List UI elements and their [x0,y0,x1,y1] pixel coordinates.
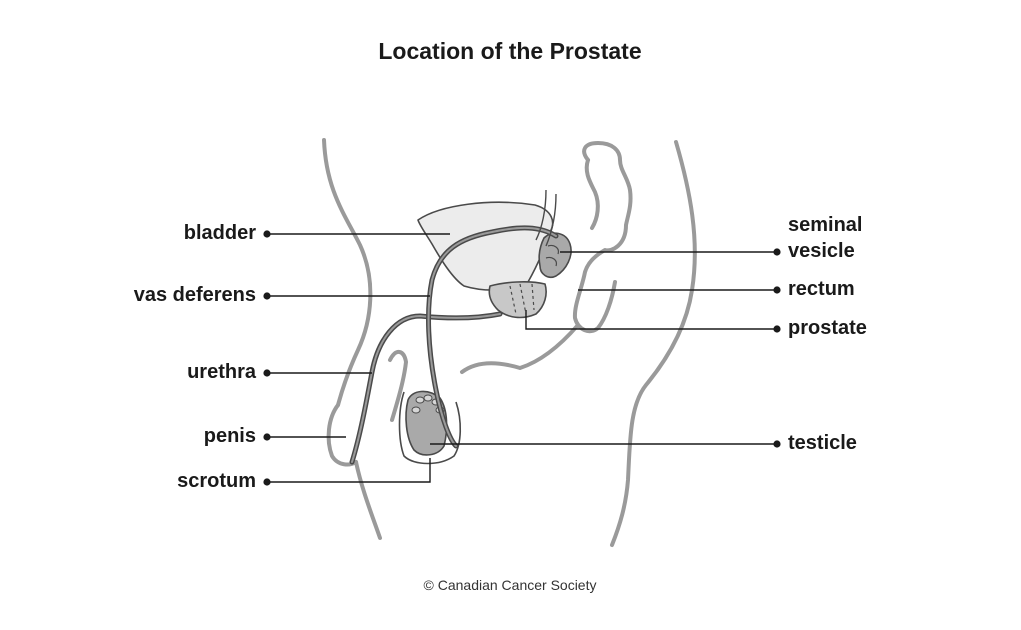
labels: bladder vas deferens urethra penis scrot… [134,214,867,492]
front-body-outline [322,138,373,407]
label-seminal-vesicle-line2: vesicle [788,240,855,262]
diagram-title: Location of the Prostate [378,38,641,64]
label-vas-deferens: vas deferens [134,284,256,306]
label-penis: penis [204,425,256,447]
vas-deferens-leader-dot [263,292,271,300]
urethra-duct-inner [351,313,501,463]
rectum-outline [572,141,633,334]
body-silhouette [322,138,697,547]
label-urethra: urethra [187,361,257,383]
back-body-outline [610,140,697,547]
prostate-leader-dot [773,325,781,333]
prostate-shape [488,281,547,319]
bladder-shape [417,201,554,291]
testicle-leader-dot [773,440,781,448]
inner-penis-outline [388,350,408,422]
urethra-leader-dot [263,369,271,377]
scrotum-leader-dot [263,478,271,486]
perineum-outline [460,323,580,374]
copyright-credit: © Canadian Cancer Society [424,577,597,593]
thigh-front-outline [354,460,382,540]
penis-outline [326,403,358,467]
seminal-vesicle-folds [545,244,559,267]
leader-lines [263,230,781,486]
prostate-inner-ducts [509,283,535,315]
organs [398,201,572,465]
scrotum-leader [267,458,431,483]
label-rectum: rectum [788,278,855,300]
label-bladder: bladder [184,222,256,244]
penis-leader-dot [263,433,271,441]
seminal-vesicle-leader-dot [773,248,781,256]
label-scrotum: scrotum [177,470,256,492]
label-prostate: prostate [788,317,867,339]
label-testicle: testicle [788,432,857,454]
rectum-leader-dot [773,286,781,294]
prostate-leader [525,310,777,330]
rectum-inner-outline [584,158,600,230]
bladder-leader-dot [263,230,271,238]
label-seminal-vesicle-line1: seminal [788,214,862,236]
vas-deferens-duct-inner [427,226,557,447]
ducts [349,189,559,465]
scrotum-shape [398,391,462,465]
seminal-vesicle-shape [538,232,572,279]
ureter-lines [535,189,557,247]
